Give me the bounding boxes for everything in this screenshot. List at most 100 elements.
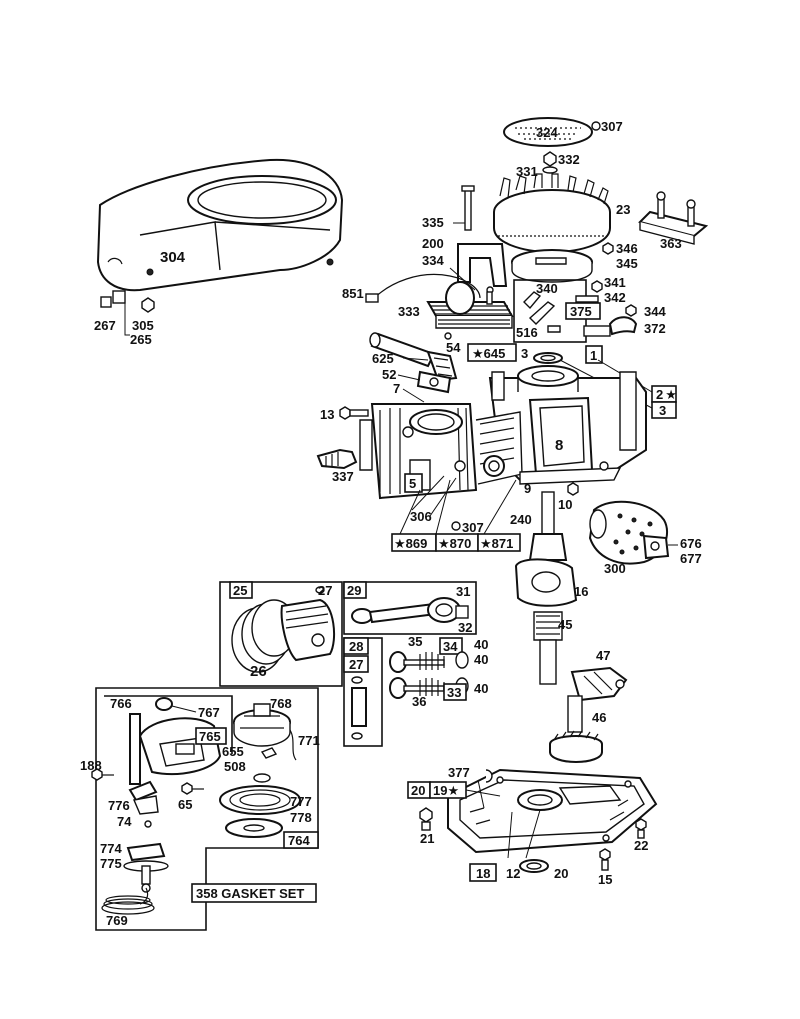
piston-rings bbox=[231, 599, 297, 673]
label-340: 340 bbox=[536, 281, 558, 296]
bolt-15 bbox=[599, 848, 611, 871]
box-375 bbox=[565, 302, 601, 320]
label-46: 46 bbox=[592, 710, 606, 725]
label-2: 2★ bbox=[656, 387, 677, 402]
box-starter-outer bbox=[95, 687, 319, 931]
box-871 bbox=[477, 533, 521, 552]
label-331: 331 bbox=[516, 164, 538, 179]
label-34: 34 bbox=[443, 639, 458, 654]
cylinder-block bbox=[359, 365, 647, 500]
label-74: 74 bbox=[117, 814, 132, 829]
label-771: 771 bbox=[298, 733, 320, 748]
handle-774 bbox=[123, 842, 169, 893]
label-778: 778 bbox=[290, 810, 312, 825]
label-377: 377 bbox=[448, 765, 470, 780]
rope-769 bbox=[101, 887, 155, 915]
blower-housing bbox=[96, 158, 344, 292]
label-3-side: 3 bbox=[659, 403, 666, 418]
wire-851 bbox=[365, 273, 481, 303]
label-645: ★645 bbox=[472, 346, 505, 361]
label-65: 65 bbox=[178, 797, 192, 812]
plug-10 bbox=[567, 482, 579, 496]
sump-base bbox=[447, 768, 658, 859]
label-344: 344 bbox=[644, 304, 666, 319]
box-765 bbox=[195, 727, 227, 745]
label-324: 324 bbox=[536, 125, 558, 140]
plug-377 bbox=[485, 769, 493, 783]
oil-seal-20 bbox=[519, 859, 549, 873]
screw-307-mid bbox=[451, 521, 461, 531]
label-265: 265 bbox=[130, 332, 152, 347]
label-776: 776 bbox=[108, 798, 130, 813]
stud-335 bbox=[461, 185, 475, 231]
label-345: 345 bbox=[616, 256, 638, 271]
box-25 bbox=[229, 581, 253, 599]
label-363: 363 bbox=[660, 236, 682, 251]
label-8: 8 bbox=[555, 437, 563, 454]
label-40-bottom: 40 bbox=[474, 681, 488, 696]
label-777: 777 bbox=[290, 794, 312, 809]
label-240: 240 bbox=[510, 512, 532, 527]
label-20-top: 20 bbox=[411, 783, 425, 798]
label-267: 267 bbox=[94, 318, 116, 333]
gasket-52 bbox=[416, 370, 452, 394]
bolt-65 bbox=[181, 782, 204, 795]
breather-tube-625 bbox=[369, 332, 458, 382]
label-12: 12 bbox=[506, 866, 520, 881]
box-645 bbox=[467, 343, 517, 362]
label-341: 341 bbox=[604, 275, 626, 290]
label-307-top: 307 bbox=[601, 119, 623, 134]
box-1 bbox=[585, 345, 603, 364]
label-32: 32 bbox=[458, 620, 472, 635]
label-516: 516 bbox=[516, 325, 538, 340]
label-31: 31 bbox=[456, 584, 470, 599]
box-3 bbox=[651, 401, 677, 419]
label-19: 19★ bbox=[433, 783, 459, 798]
recoil-spring bbox=[219, 773, 301, 838]
label-334: 334 bbox=[422, 253, 444, 268]
label-15: 15 bbox=[598, 872, 612, 887]
screw-305 bbox=[100, 290, 155, 336]
label-10: 10 bbox=[558, 497, 572, 512]
label-372: 372 bbox=[644, 321, 666, 336]
label-40-top: 40 bbox=[474, 637, 488, 652]
drain-plug-21 bbox=[419, 807, 433, 831]
label-21: 21 bbox=[420, 831, 434, 846]
connecting-rod bbox=[351, 597, 469, 624]
link-776 bbox=[128, 780, 159, 828]
label-305: 305 bbox=[132, 318, 154, 333]
crankshaft bbox=[514, 491, 578, 685]
label-22: 22 bbox=[634, 838, 648, 853]
label-52: 52 bbox=[382, 367, 396, 382]
label-7: 7 bbox=[393, 381, 400, 396]
flywheel-key-plate bbox=[511, 249, 593, 283]
label-18: 18 bbox=[476, 866, 490, 881]
box-29 bbox=[343, 581, 367, 599]
label-9: 9 bbox=[524, 481, 531, 496]
label-766: 766 bbox=[110, 696, 132, 711]
label-54: 54 bbox=[446, 340, 461, 355]
label-768: 768 bbox=[270, 696, 292, 711]
label-307-mid: 307 bbox=[462, 520, 484, 535]
label-33: 33 bbox=[447, 685, 461, 700]
rotating-screen bbox=[503, 117, 593, 147]
box-33 bbox=[443, 683, 467, 701]
lever-344 bbox=[608, 304, 638, 336]
label-304: 304 bbox=[160, 249, 186, 266]
label-358-gasket-set: 358 GASKET SET bbox=[196, 886, 304, 901]
label-29: 29 bbox=[347, 583, 361, 598]
air-cleaner-300 bbox=[588, 500, 670, 565]
governor-47 bbox=[570, 666, 628, 702]
box-34 bbox=[439, 637, 463, 655]
label-188: 188 bbox=[80, 758, 102, 773]
label-337: 337 bbox=[332, 469, 354, 484]
spring-341 bbox=[575, 280, 611, 337]
label-333: 333 bbox=[398, 304, 420, 319]
piston-pin bbox=[351, 676, 367, 740]
label-676: 676 bbox=[680, 536, 702, 551]
box-18 bbox=[469, 863, 497, 882]
box-5 bbox=[404, 473, 423, 493]
flywheel-nut bbox=[542, 151, 558, 174]
flywheel bbox=[493, 173, 611, 254]
label-35: 35 bbox=[408, 634, 422, 649]
